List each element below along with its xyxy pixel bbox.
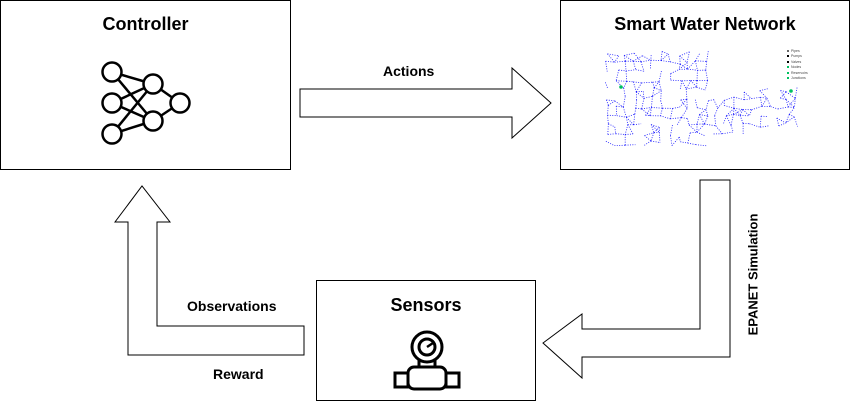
legend-entry: Reservoirs: [787, 71, 817, 76]
neural-network-icon: [101, 61, 191, 145]
legend-entry: Pipes: [787, 49, 817, 54]
legend-text: Pumps: [791, 54, 802, 59]
legend-marker: [787, 71, 789, 74]
water-meter-icon: [393, 330, 461, 391]
legend-text: Reservoirs: [791, 70, 808, 75]
reward-label: Reward: [213, 366, 264, 382]
legend-marker: [787, 50, 789, 53]
legend-entry: Nodes: [787, 65, 817, 70]
legend-marker: [787, 77, 789, 80]
network-title: Smart Water Network: [614, 14, 796, 34]
legend-text: Valves: [791, 59, 802, 64]
legend-marker: [787, 55, 789, 58]
network-pipes: [605, 51, 798, 147]
legend-text: Nodes: [791, 65, 802, 70]
controller-box: Controller: [0, 0, 291, 170]
sensors-box: Sensors: [316, 280, 536, 401]
sensors-title: Sensors: [390, 295, 462, 315]
actions-label: Actions: [383, 63, 435, 79]
legend-marker: [787, 60, 789, 63]
reservoir-marker: [619, 85, 623, 89]
legend-entry: Valves: [787, 60, 817, 65]
actions-arrow: [299, 66, 552, 140]
legend-text: Junctions: [791, 76, 806, 81]
legend-entry: Junctions: [787, 76, 817, 81]
feedback-arrow: [114, 185, 305, 356]
controller-title: Controller: [102, 14, 189, 34]
water-network-map: [605, 51, 798, 147]
legend-text: Pipes: [791, 49, 800, 53]
legend-marker: [787, 66, 789, 69]
observations-label: Observations: [187, 298, 277, 314]
simulation-arrow: [542, 179, 731, 380]
legend-entry: Pumps: [787, 54, 817, 59]
reservoir-marker: [789, 89, 793, 93]
simulation-label: EPANET Simulation: [745, 213, 761, 336]
